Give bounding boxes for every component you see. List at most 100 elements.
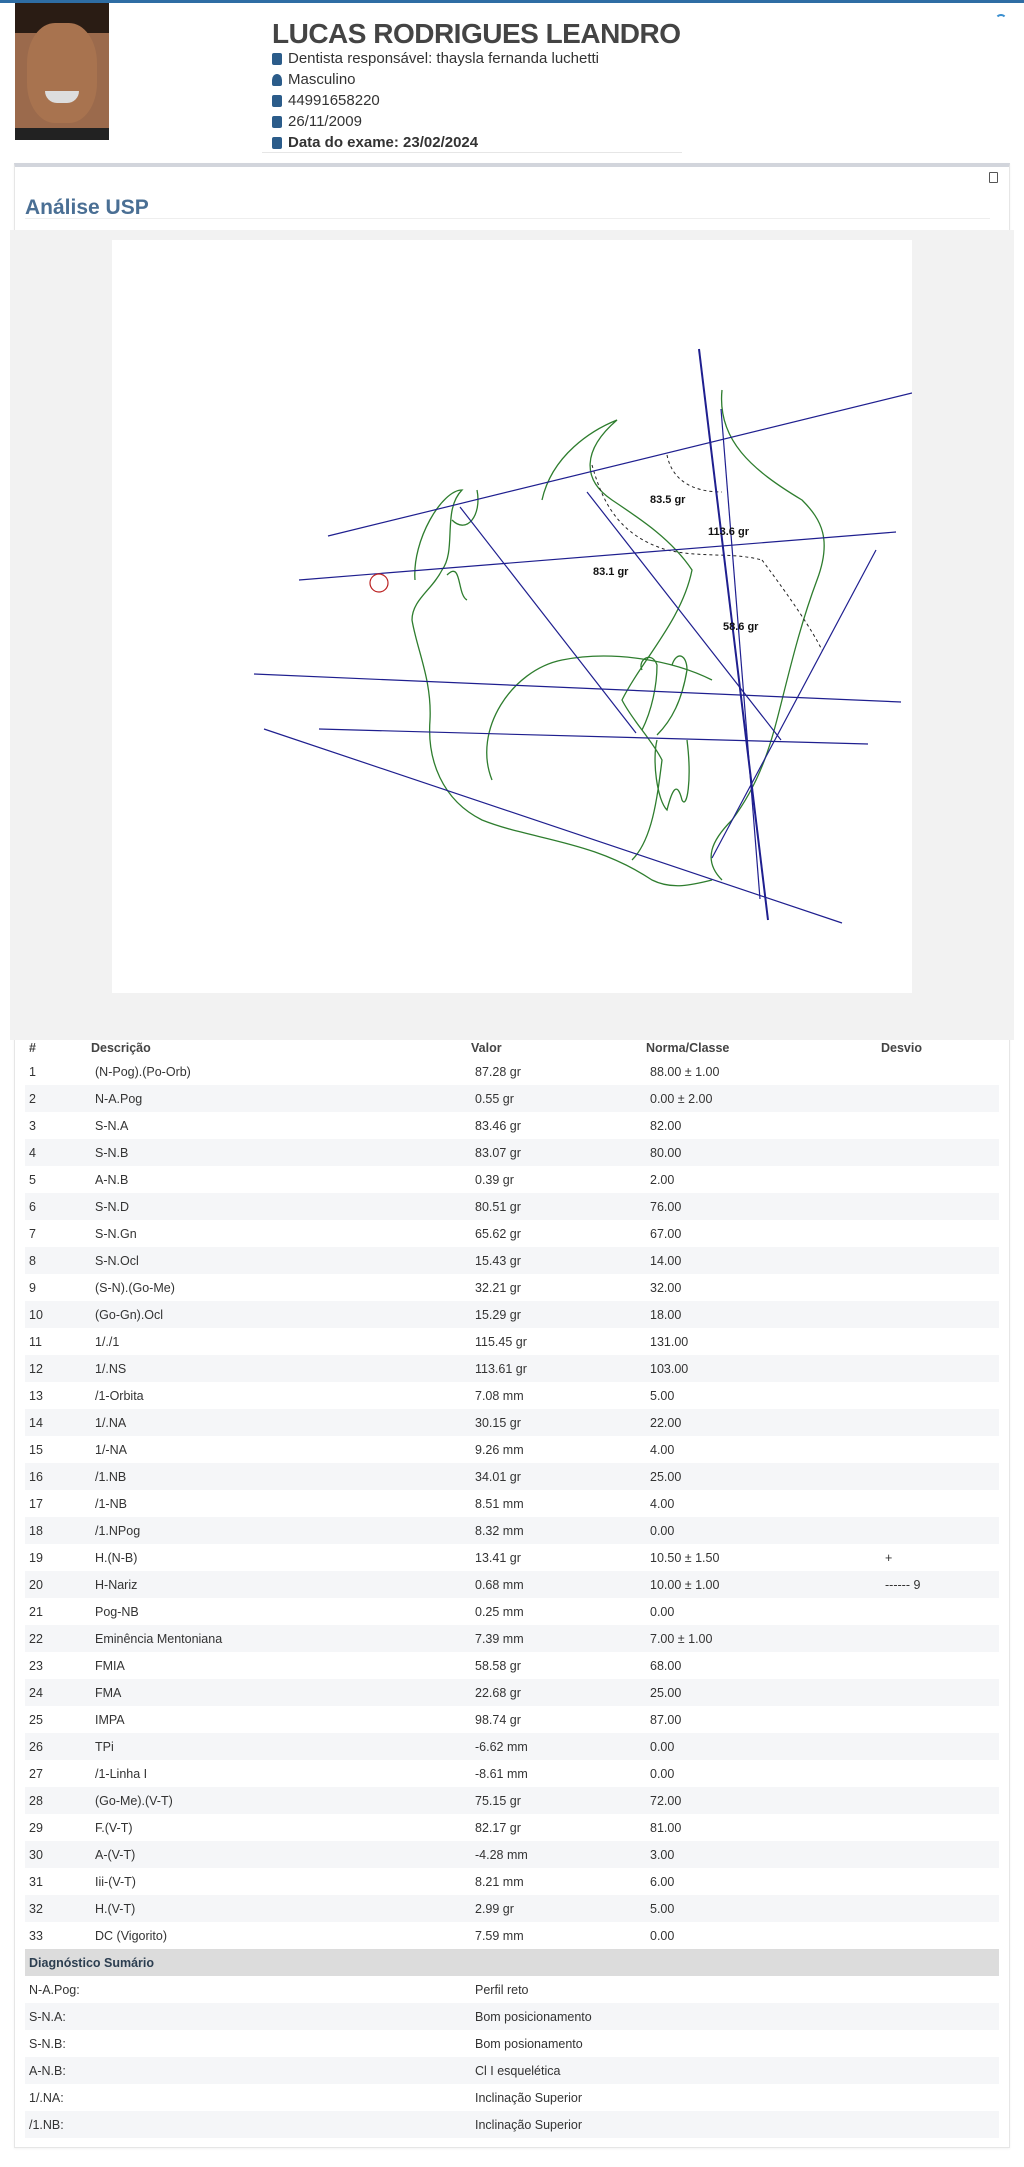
diagnosis-measure: S-N.B: xyxy=(29,2036,66,2051)
row-value: 75.15 gr xyxy=(471,1787,646,1814)
row-deviation: + xyxy=(885,1550,893,1565)
loading-spinner-icon xyxy=(995,14,1007,26)
row-deviation xyxy=(881,1517,999,1544)
row-value: 115.45 gr xyxy=(475,1334,527,1349)
diagnosis-row: S-N.B:Bom posionamento xyxy=(25,2030,999,2057)
row-number: 27 xyxy=(29,1766,43,1781)
row-value: 8.51 mm xyxy=(475,1496,524,1511)
dentist-info: Dentista responsável: thaysla fernanda l… xyxy=(272,50,599,67)
row-description: S-N.B xyxy=(91,1139,471,1166)
row-norm: 131.00 xyxy=(650,1334,689,1349)
row-norm: 0.00 xyxy=(650,1766,675,1781)
row-description: A-(V-T) xyxy=(91,1841,471,1868)
row-deviation xyxy=(881,1112,999,1139)
angle-arcs xyxy=(591,454,823,651)
row-norm: 0.00 xyxy=(650,1928,675,1943)
row-value: 13.41 gr xyxy=(475,1550,521,1565)
row-deviation xyxy=(881,1922,999,1949)
row-description: (Go-Gn).Ocl xyxy=(91,1301,471,1328)
row-number: 14 xyxy=(25,1409,91,1436)
row-number: 7 xyxy=(29,1226,36,1241)
row-description: A-N.B xyxy=(95,1172,129,1187)
row-deviation xyxy=(881,1355,999,1382)
row-description: H.(N-B) xyxy=(95,1550,138,1565)
row-norm: 7.00 ± 1.00 xyxy=(646,1625,881,1652)
angle-label: 58.6 gr xyxy=(723,621,759,633)
row-description: 1/./1 xyxy=(95,1334,120,1349)
row-deviation xyxy=(881,1760,999,1787)
row-deviation xyxy=(881,1436,999,1463)
document-icon[interactable] xyxy=(989,172,998,183)
row-value: -4.28 mm xyxy=(471,1841,646,1868)
tracing-svg: 83.5 gr 113.6 gr 83.1 gr 58.6 gr xyxy=(253,348,913,924)
row-norm: 80.00 xyxy=(646,1139,881,1166)
row-description: /1-Linha I xyxy=(95,1766,148,1781)
row-norm: 10.50 ± 1.50 xyxy=(650,1550,720,1565)
row-value: 80.51 gr xyxy=(471,1193,646,1220)
row-norm: 22.00 xyxy=(646,1409,881,1436)
row-norm: 10.00 ± 1.00 xyxy=(646,1571,881,1598)
row-norm: 0.00 xyxy=(646,1733,881,1760)
row-description: IMPA xyxy=(95,1712,125,1727)
row-number: 17 xyxy=(29,1496,43,1511)
row-value: 34.01 gr xyxy=(471,1463,646,1490)
row-deviation xyxy=(881,1085,999,1112)
row-description: FMA xyxy=(91,1679,471,1706)
row-description: Pog-NB xyxy=(95,1604,139,1619)
diagnosis-row: 1/.NA:Inclinação Superior xyxy=(25,2084,999,2111)
row-description: H.(V-T) xyxy=(91,1895,471,1922)
line-3 xyxy=(253,673,902,703)
row-description: /1-Orbita xyxy=(95,1388,144,1403)
patient-photo xyxy=(15,3,109,140)
row-deviation xyxy=(881,1301,999,1328)
row-norm: 103.00 xyxy=(646,1355,881,1382)
diagnosis-measure: 1/.NA: xyxy=(29,2090,64,2105)
row-description: 1/.NA xyxy=(91,1409,471,1436)
diagnosis-measure: N-A.Pog: xyxy=(29,1982,80,1997)
row-value: 58.58 gr xyxy=(475,1658,521,1673)
table-header: # Descrição Valor Norma/Classe Desvio xyxy=(25,1038,999,1058)
col-value: Valor xyxy=(471,1041,502,1055)
row-number: 33 xyxy=(29,1928,43,1943)
row-norm: 81.00 xyxy=(650,1820,682,1835)
sex-label: Masculino xyxy=(288,71,356,88)
row-number: 23 xyxy=(29,1658,43,1673)
row-value: 8.32 mm xyxy=(471,1517,646,1544)
row-norm: 4.00 xyxy=(650,1496,675,1511)
row-norm: 6.00 xyxy=(650,1874,675,1889)
row-number: 24 xyxy=(25,1679,91,1706)
line-6 xyxy=(698,348,769,921)
row-number: 25 xyxy=(29,1712,43,1727)
cephalometric-tracing: 83.5 gr 113.6 gr 83.1 gr 58.6 gr xyxy=(112,240,913,993)
row-description: /1.NB xyxy=(91,1463,471,1490)
row-norm: 5.00 xyxy=(650,1388,675,1403)
row-deviation xyxy=(881,1625,999,1652)
diagnosis-measure: /1.NB: xyxy=(25,2111,471,2138)
row-number: 28 xyxy=(25,1787,91,1814)
phone-label: 44991658220 xyxy=(288,92,380,109)
birth-label: 26/11/2009 xyxy=(288,113,362,130)
exam-date-label: Data do exame: 23/02/2024 xyxy=(288,134,479,151)
row-value: 0.39 gr xyxy=(475,1172,514,1187)
row-description: 1/-NA xyxy=(95,1442,127,1457)
row-norm: 0.00 xyxy=(650,1604,675,1619)
reference-lines xyxy=(253,348,913,924)
row-number: 12 xyxy=(25,1355,91,1382)
row-deviation xyxy=(881,1895,999,1922)
row-deviation xyxy=(881,1193,999,1220)
row-norm: 4.00 xyxy=(650,1442,675,1457)
row-description: Eminência Mentoniana xyxy=(91,1625,471,1652)
analysis-card xyxy=(14,163,1010,2148)
